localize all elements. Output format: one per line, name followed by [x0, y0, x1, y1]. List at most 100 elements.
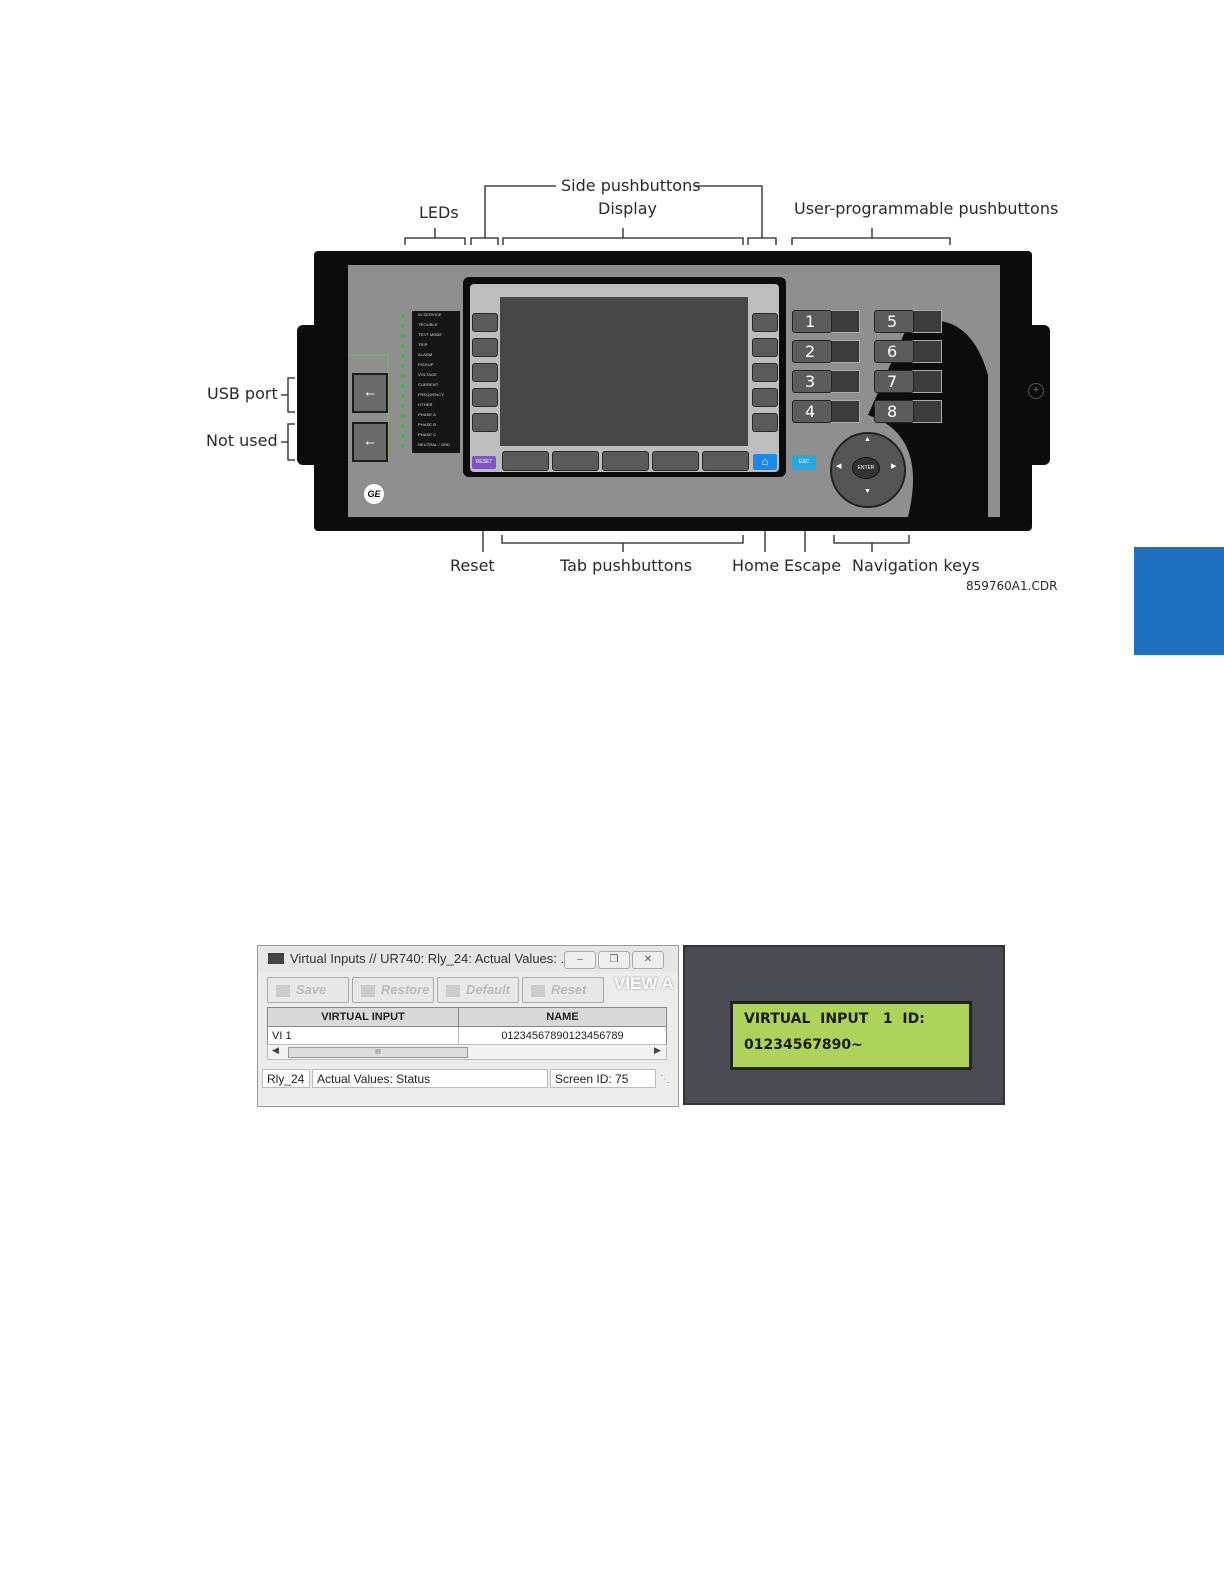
label-not-used: Not used: [206, 431, 278, 450]
user-pushbutton-1[interactable]: 1: [792, 310, 832, 333]
led-indicator: OTHER: [401, 401, 472, 411]
lcd-display: VIRTUAL INPUT 1 ID: 01234567890~: [730, 1001, 972, 1070]
user-pushbutton-8[interactable]: 8: [874, 400, 914, 423]
reset-toolbar-button[interactable]: Reset: [522, 977, 604, 1003]
led-icon: [401, 394, 405, 398]
user-pushbutton-2[interactable]: 2: [792, 340, 832, 363]
led-label: PICKUP: [418, 362, 434, 367]
side-pushbutton-right-2[interactable]: [752, 338, 778, 357]
nav-right-arrow-icon[interactable]: ▶: [891, 463, 897, 470]
panel-ear-left: [297, 325, 317, 465]
led-indicator: PHASE B: [401, 421, 472, 431]
side-pushbutton-left-3[interactable]: [472, 363, 498, 382]
user-pushbutton-4[interactable]: 4: [792, 400, 832, 423]
column-header-name[interactable]: NAME: [459, 1008, 666, 1027]
led-icon: [401, 344, 405, 348]
close-icon[interactable]: ✕: [632, 951, 664, 969]
usb-port[interactable]: ⭠: [352, 373, 388, 413]
default-icon: [446, 984, 460, 997]
status-screen-id: Screen ID: 75: [550, 1069, 656, 1088]
label-tab-pushbuttons: Tab pushbuttons: [560, 556, 693, 575]
led-label: ALARM: [418, 352, 433, 357]
led-icon: [401, 424, 405, 428]
led-label: TRIP: [418, 342, 428, 347]
restore-window-icon[interactable]: ❐: [598, 951, 630, 969]
side-pushbutton-right-3[interactable]: [752, 363, 778, 382]
led-label: PHASE A: [418, 412, 436, 417]
user-pushbutton-7[interactable]: 7: [874, 370, 914, 393]
scroll-right-icon[interactable]: ▶: [654, 1045, 661, 1055]
minimize-icon[interactable]: –: [564, 951, 596, 969]
led-icon: [401, 444, 405, 448]
side-pushbutton-left-5[interactable]: [472, 413, 498, 432]
led-indicator: PICKUP: [401, 361, 472, 371]
usb-icon: ⭠: [365, 435, 375, 449]
side-pushbutton-right-1[interactable]: [752, 313, 778, 332]
label-reset: Reset: [450, 556, 495, 575]
restore-icon: [361, 984, 375, 997]
user-pushbutton-6[interactable]: 6: [874, 340, 914, 363]
led-indicator: CURRENT: [401, 381, 472, 391]
view-all-button[interactable]: VIEW A: [614, 974, 674, 993]
nav-left-arrow-icon[interactable]: ◀: [836, 463, 842, 470]
save-button[interactable]: Save: [267, 977, 349, 1003]
scroll-left-icon[interactable]: ◀: [272, 1045, 279, 1055]
led-label: FREQUENCY: [418, 392, 445, 397]
led-icon: [401, 334, 405, 338]
tab-pushbutton-4[interactable]: [652, 451, 699, 471]
restore-button[interactable]: Restore: [352, 977, 434, 1003]
side-pushbutton-left-4[interactable]: [472, 388, 498, 407]
status-device: Rly_24: [262, 1069, 310, 1088]
reset-button[interactable]: RESET: [472, 456, 496, 469]
nav-down-arrow-icon[interactable]: ▼: [864, 488, 871, 495]
label-navigation-keys: Navigation keys: [852, 556, 980, 575]
home-icon: ⌂: [761, 456, 769, 468]
scroll-thumb[interactable]: III: [288, 1047, 468, 1058]
save-icon: [276, 984, 290, 997]
led-indicator: FREQUENCY: [401, 391, 472, 401]
column-header-virtual-input[interactable]: VIRTUAL INPUT: [268, 1008, 459, 1027]
user-pushbutton-3[interactable]: 3: [792, 370, 832, 393]
user-pushbutton-5[interactable]: 5: [874, 310, 914, 333]
lcd-line-2: 01234567890~: [744, 1037, 863, 1053]
led-icon: [401, 314, 405, 318]
label-usb-port: USB port: [207, 384, 278, 403]
lcd-line-1: VIRTUAL INPUT 1 ID:: [744, 1011, 925, 1027]
default-label: Default: [466, 982, 511, 997]
virtual-inputs-window: Virtual Inputs // UR740: Rly_24: Actual …: [257, 945, 679, 1107]
ge-logo: GE: [364, 484, 384, 504]
led-indicator: TROUBLE: [401, 321, 472, 331]
reset-label: Reset: [551, 982, 587, 997]
nav-up-arrow-icon[interactable]: ▲: [864, 436, 871, 443]
tab-pushbutton-3[interactable]: [602, 451, 649, 471]
window-titlebar: Virtual Inputs // UR740: Rly_24: Actual …: [258, 946, 678, 972]
side-pushbutton-right-5[interactable]: [752, 413, 778, 432]
display-screen: [500, 297, 748, 446]
table-cell-virtual-input[interactable]: VI 1: [268, 1027, 459, 1045]
label-leds: LEDs: [419, 203, 459, 222]
horizontal-scrollbar[interactable]: ◀ III ▶: [267, 1044, 667, 1060]
led-indicator: NEUTRAL / GRD: [401, 441, 472, 451]
led-label: NEUTRAL / GRD: [418, 442, 451, 447]
led-label: PHASE C: [418, 432, 437, 437]
led-indicator: PHASE C: [401, 431, 472, 441]
drawing-id: 859760A1.CDR: [966, 579, 1058, 593]
enter-button[interactable]: ENTER: [852, 457, 880, 479]
resize-grip-icon[interactable]: ⋱: [660, 1074, 670, 1085]
table-cell-name[interactable]: 01234567890123456789: [501, 1030, 624, 1042]
led-label: PHASE B: [418, 422, 437, 427]
tab-pushbutton-1[interactable]: [502, 451, 549, 471]
led-icon: [401, 364, 405, 368]
tab-pushbutton-2[interactable]: [552, 451, 599, 471]
label-escape: Escape: [784, 556, 842, 575]
side-pushbutton-right-4[interactable]: [752, 388, 778, 407]
side-pushbutton-left-1[interactable]: [472, 313, 498, 332]
app-icon: [268, 953, 284, 964]
tab-pushbutton-5[interactable]: [702, 451, 749, 471]
escape-button[interactable]: ESC: [792, 455, 816, 470]
side-pushbutton-left-2[interactable]: [472, 338, 498, 357]
default-button[interactable]: Default: [437, 977, 519, 1003]
home-button[interactable]: ⌂: [753, 454, 777, 470]
led-indicator: ALARM: [401, 351, 472, 361]
